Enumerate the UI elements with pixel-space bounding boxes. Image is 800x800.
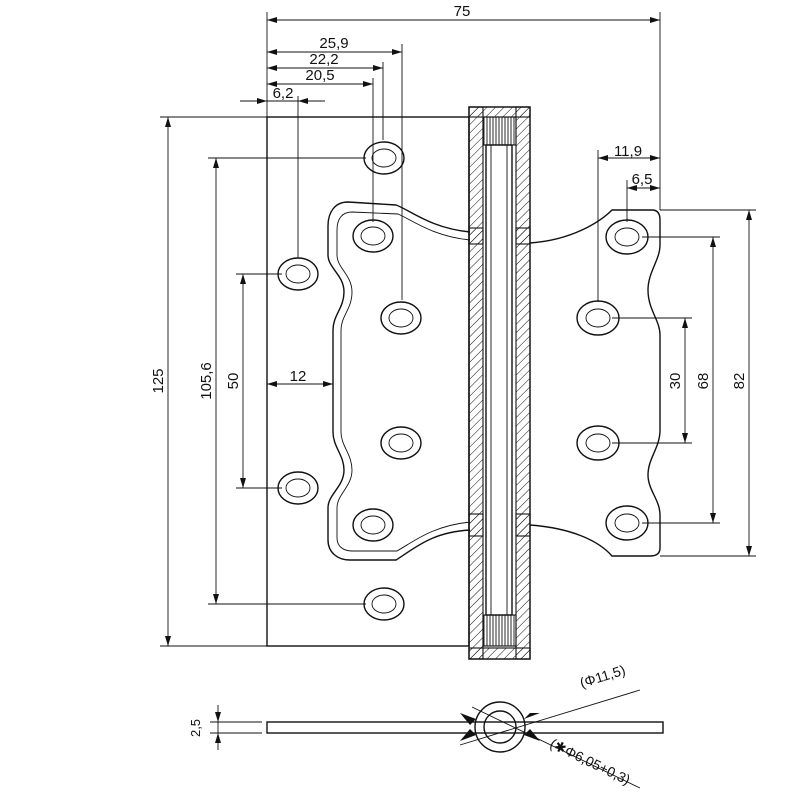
washer-bottom-left	[468, 513, 484, 537]
right-leaf	[529, 209, 661, 557]
dim-label-pin-diameter: (✱Φ6,05+0,3)	[548, 735, 633, 788]
knuckle-wall-right	[515, 106, 531, 660]
dim-label-68: 68	[695, 373, 712, 390]
right-leaf-outline	[529, 209, 661, 557]
bottom-view: 2,5 (Φ11,5) (✱Φ6,05+0,3)	[188, 662, 664, 789]
dim-label-105-6: 105,6	[198, 362, 215, 400]
dim-label-2-5: 2,5	[188, 719, 203, 737]
knuckle-wall-left	[468, 106, 484, 660]
hole-left-4	[380, 426, 422, 460]
dim-label-30: 30	[667, 373, 684, 390]
knuckle-cap-top	[468, 106, 531, 118]
dim-label-11-9: 11,9	[614, 143, 642, 160]
dim-label-125: 125	[150, 368, 167, 393]
left-leaf-ornament-inner	[336, 211, 471, 552]
hole-left-3	[380, 301, 422, 335]
washer-top-left	[468, 227, 484, 245]
hole-left-5	[277, 471, 319, 505]
hole-left-2	[277, 257, 319, 291]
hole-top-left	[363, 141, 405, 175]
left-holes	[277, 141, 422, 621]
dim-label-20-5: 20,5	[305, 67, 334, 84]
pin-knurl-top	[482, 116, 517, 146]
dim-label-22-2: 22,2	[309, 51, 338, 68]
right-holes	[576, 219, 649, 541]
left-leaf-ornament-outer	[327, 201, 471, 561]
dim-label-6-2: 6,2	[273, 85, 294, 102]
hole-left-1	[352, 219, 394, 253]
hole-right-4	[605, 505, 649, 541]
dimension-lines	[160, 12, 756, 647]
pin-knurl-bottom	[482, 614, 517, 647]
hole-right-1	[605, 219, 649, 255]
dim-label-75: 75	[454, 3, 471, 20]
hole-bottom-left	[363, 587, 405, 621]
washer-bottom-right	[515, 513, 531, 537]
hole-left-6	[352, 508, 394, 542]
knuckle-end-view	[460, 701, 540, 753]
pin-body	[485, 144, 513, 616]
dim-label-outer-diameter: (Φ11,5)	[578, 662, 627, 691]
knuckle-section	[468, 106, 531, 660]
dim-label-6-5: 6,5	[632, 171, 653, 188]
dimension-labels: 75 25,9 22,2 20,5 6,2 11,9 6,5 12 125 10…	[150, 3, 748, 400]
dim-label-50: 50	[225, 373, 242, 390]
dim-label-12: 12	[290, 368, 307, 385]
knuckle-cap-bottom	[468, 647, 531, 660]
dim-label-25-9: 25,9	[319, 35, 348, 52]
dim-label-82: 82	[731, 373, 748, 390]
left-leaf	[266, 116, 471, 647]
leaf-thickness-bar	[266, 721, 664, 734]
washer-top-right	[515, 227, 531, 245]
